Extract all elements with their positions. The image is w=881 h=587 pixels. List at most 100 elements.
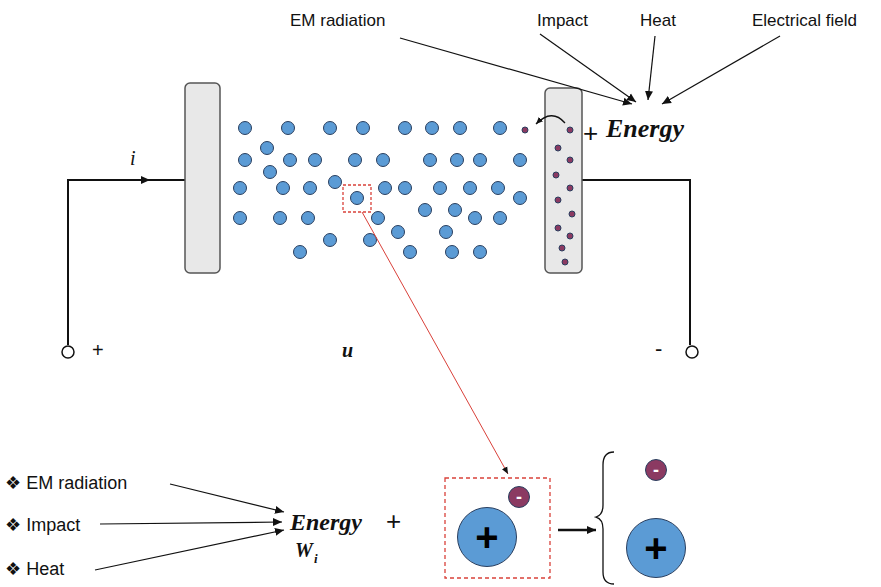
plus-sign: + [583, 120, 598, 146]
energy-label: Energy [290, 510, 362, 534]
ion-dot [494, 212, 507, 225]
ion-dot [284, 154, 297, 167]
ion-dot [324, 122, 337, 135]
electron-dot [555, 145, 561, 151]
ion-circle: + [457, 507, 517, 567]
reaction-arrow [558, 529, 596, 532]
ion-dot [239, 122, 252, 135]
leader-arrow [662, 36, 780, 104]
leader-arrow [100, 522, 282, 524]
leader-arrow [400, 38, 632, 104]
terminal [62, 346, 74, 358]
ion-dot [451, 154, 464, 167]
zoom-box [445, 478, 550, 578]
ion-dot [446, 246, 459, 259]
ion-dot [294, 246, 307, 259]
current-arrow [120, 179, 150, 181]
electron-circle: - [645, 459, 667, 481]
polarity-sign: - [655, 338, 662, 360]
ion-dot [474, 154, 487, 167]
electron-dot [562, 259, 568, 265]
ion-dot [514, 154, 527, 167]
ion-dot [261, 142, 274, 155]
zoom-line [362, 212, 508, 474]
electron-dot [553, 172, 559, 178]
ion-dot [464, 182, 477, 195]
ion-dot [440, 226, 453, 239]
ion-dot [329, 176, 342, 189]
emission-arrow [536, 116, 565, 124]
zoom-box [343, 185, 371, 212]
energy-label: Energy [606, 116, 684, 142]
ion-dot [309, 154, 322, 167]
electron-dot [567, 233, 573, 239]
electron-dots [522, 127, 575, 265]
ion-dot [454, 122, 467, 135]
ion-dot [424, 154, 437, 167]
source-bullet: ❖ EM radiation [5, 474, 127, 492]
source-label: Heat [640, 12, 676, 29]
electron-dot [522, 127, 528, 133]
ion-dot [399, 182, 412, 195]
source-bullet: ❖ Impact [5, 516, 80, 534]
electron-dot [567, 127, 573, 133]
ion-dot [399, 122, 412, 135]
charge-sign: + [475, 517, 498, 557]
electron-dot [569, 211, 575, 217]
current-label: i [130, 148, 136, 168]
ion-dot [392, 226, 405, 239]
ion-dot [379, 182, 392, 195]
ion-dot [349, 154, 362, 167]
charge-sign-small: - [653, 461, 659, 479]
leader-arrow [540, 34, 636, 102]
ion-dot [494, 122, 507, 135]
ion-dot [492, 182, 505, 195]
ion-dot [264, 166, 277, 179]
leader-arrow [648, 36, 655, 100]
ion-dot [277, 182, 290, 195]
ion-dot [474, 246, 487, 259]
bracket [596, 452, 614, 584]
plus-sign: + [386, 508, 401, 534]
polarity-sign: + [92, 340, 104, 360]
anode [185, 83, 220, 273]
wire [68, 180, 185, 345]
ion-dot [426, 122, 439, 135]
charge-sign: + [644, 528, 667, 568]
ion-dot [377, 154, 390, 167]
subscript: i [314, 552, 318, 565]
ion-dot [514, 192, 527, 205]
electron-dot [567, 157, 573, 163]
ion-dot [234, 182, 247, 195]
ion-dot [469, 212, 482, 225]
source-label: Impact [537, 12, 588, 29]
ion-dot [274, 212, 287, 225]
source-label: Electrical field [752, 12, 857, 29]
ion-dot [404, 246, 417, 259]
electron-dot [567, 185, 573, 191]
ion-dot [324, 234, 337, 247]
electron-dot [559, 245, 565, 251]
electron-dot [555, 225, 561, 231]
electron-dot [555, 197, 561, 203]
leader-arrow [170, 484, 284, 512]
leader-arrow [95, 530, 284, 570]
ion-dot [304, 182, 317, 195]
electron-circle: - [508, 486, 530, 508]
voltage-label: u [342, 340, 353, 360]
ion-dot [449, 204, 462, 217]
ion-cloud [234, 122, 527, 259]
wire [582, 180, 690, 345]
ion-circle: + [626, 518, 686, 578]
ion-dot [434, 182, 447, 195]
ion-dot [302, 212, 315, 225]
ion-dot [372, 212, 385, 225]
source-bullet: ❖ Heat [5, 560, 64, 578]
ion-dot [234, 212, 247, 225]
ionization-energy: W [295, 540, 313, 560]
source-label: EM radiation [290, 12, 385, 29]
ion-dot [419, 204, 432, 217]
ion-dot [357, 122, 370, 135]
